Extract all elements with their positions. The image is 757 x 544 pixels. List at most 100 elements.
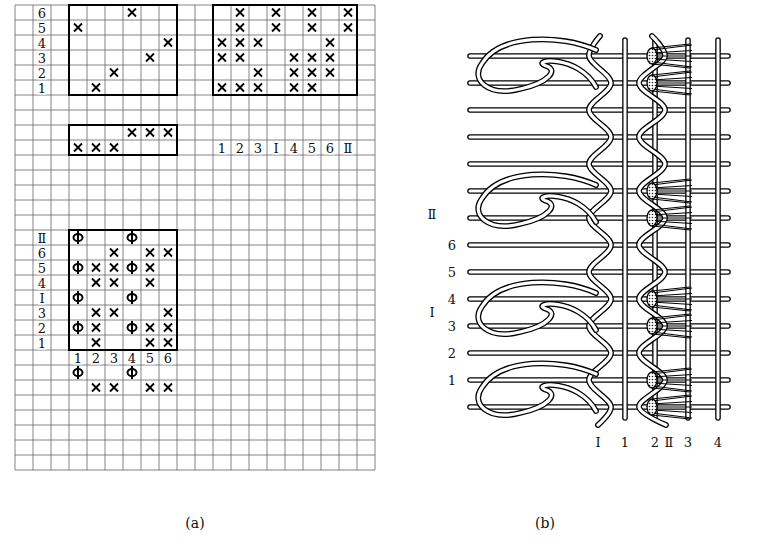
index-label: 2 — [37, 66, 47, 79]
cross-mark — [146, 339, 154, 347]
index-label: Ⅱ — [37, 231, 48, 244]
cross-mark — [218, 39, 226, 47]
index-label: 1 — [37, 336, 47, 349]
index-label: Ⅱ — [427, 208, 438, 221]
pattern-box — [69, 230, 177, 350]
grid-line — [15, 5, 16, 470]
phi-mark — [74, 366, 83, 379]
warp-rod — [625, 40, 626, 418]
cross-mark — [218, 54, 226, 62]
cross-mark — [290, 54, 298, 62]
cross-mark — [74, 144, 82, 152]
grid-line — [15, 410, 375, 411]
index-label: 4 — [289, 141, 299, 154]
grid-line — [51, 5, 52, 470]
index-label: 4 — [447, 293, 457, 306]
index-label: 1 — [217, 141, 227, 154]
cross-mark — [236, 54, 244, 62]
point-paper-grid — [15, 5, 375, 470]
phi-mark — [74, 231, 83, 244]
cross-mark — [128, 129, 136, 137]
weft-rod — [470, 218, 728, 219]
pattern-box — [213, 5, 357, 95]
cross-mark — [110, 249, 118, 257]
index-label: 5 — [447, 266, 457, 279]
panel-caption: (a) — [184, 516, 205, 530]
cross-mark — [254, 39, 262, 47]
cross-mark — [308, 84, 316, 92]
warp-rod — [718, 40, 719, 418]
phi-mark — [128, 231, 137, 244]
phi-mark — [74, 261, 83, 274]
index-label: 2 — [650, 436, 660, 449]
weft-rod — [470, 380, 728, 381]
index-label: 3 — [109, 351, 119, 364]
cross-mark — [236, 9, 244, 17]
weft-rod — [470, 407, 728, 408]
index-label: 1 — [73, 351, 83, 364]
index-label: 5 — [145, 351, 155, 364]
index-label: 3 — [37, 51, 47, 64]
cross-mark — [344, 24, 352, 32]
index-label: 1 — [447, 374, 457, 387]
cross-mark — [326, 54, 334, 62]
cut-pile-tuft — [647, 314, 692, 338]
cross-mark — [164, 249, 172, 257]
grid-line — [15, 110, 375, 111]
index-label: 6 — [163, 351, 173, 364]
pile-loop — [478, 39, 596, 91]
index-label: 5 — [37, 21, 47, 34]
grid-line — [15, 425, 375, 426]
cross-mark — [272, 24, 280, 32]
index-label: 4 — [127, 351, 137, 364]
weft-rod — [470, 83, 728, 84]
cross-mark — [308, 54, 316, 62]
grid-line — [249, 5, 250, 470]
cross-mark — [92, 264, 100, 272]
grid-line — [123, 5, 124, 470]
index-label: 6 — [37, 6, 47, 19]
panel-caption: (b) — [534, 516, 556, 530]
cross-mark — [290, 69, 298, 77]
cross-mark — [254, 69, 262, 77]
weft-rod — [470, 326, 728, 327]
grid-line — [15, 440, 375, 441]
cross-mark — [254, 84, 262, 92]
cross-mark — [92, 339, 100, 347]
pile-loop — [478, 282, 596, 334]
cross-mark — [146, 264, 154, 272]
cross-mark — [236, 24, 244, 32]
phi-mark — [128, 321, 137, 334]
cross-mark — [236, 84, 244, 92]
cross-mark — [326, 39, 334, 47]
cross-mark — [146, 54, 154, 62]
grid-line — [15, 395, 375, 396]
cross-mark — [92, 84, 100, 92]
ground-yarn — [589, 36, 611, 425]
cross-mark — [164, 39, 172, 47]
grid-line — [105, 5, 106, 470]
cross-mark — [110, 69, 118, 77]
grid-line — [15, 170, 375, 171]
index-label: 6 — [37, 246, 47, 259]
weft-rod — [470, 191, 728, 192]
grid-line — [339, 5, 340, 470]
cross-mark — [92, 144, 100, 152]
cross-mark — [110, 279, 118, 287]
index-label: Ⅱ — [664, 436, 675, 449]
index-label: Ⅰ — [428, 306, 435, 319]
index-label: Ⅰ — [594, 436, 601, 449]
grid-line — [87, 5, 88, 470]
cross-mark — [272, 9, 280, 17]
cross-mark — [326, 69, 334, 77]
cross-mark — [128, 9, 136, 17]
ground-yarn — [639, 36, 666, 425]
pile-fabric-structure — [470, 36, 728, 425]
cross-mark — [164, 129, 172, 137]
phi-mark — [128, 366, 137, 379]
index-label: 3 — [683, 436, 693, 449]
grid-line — [267, 5, 268, 470]
